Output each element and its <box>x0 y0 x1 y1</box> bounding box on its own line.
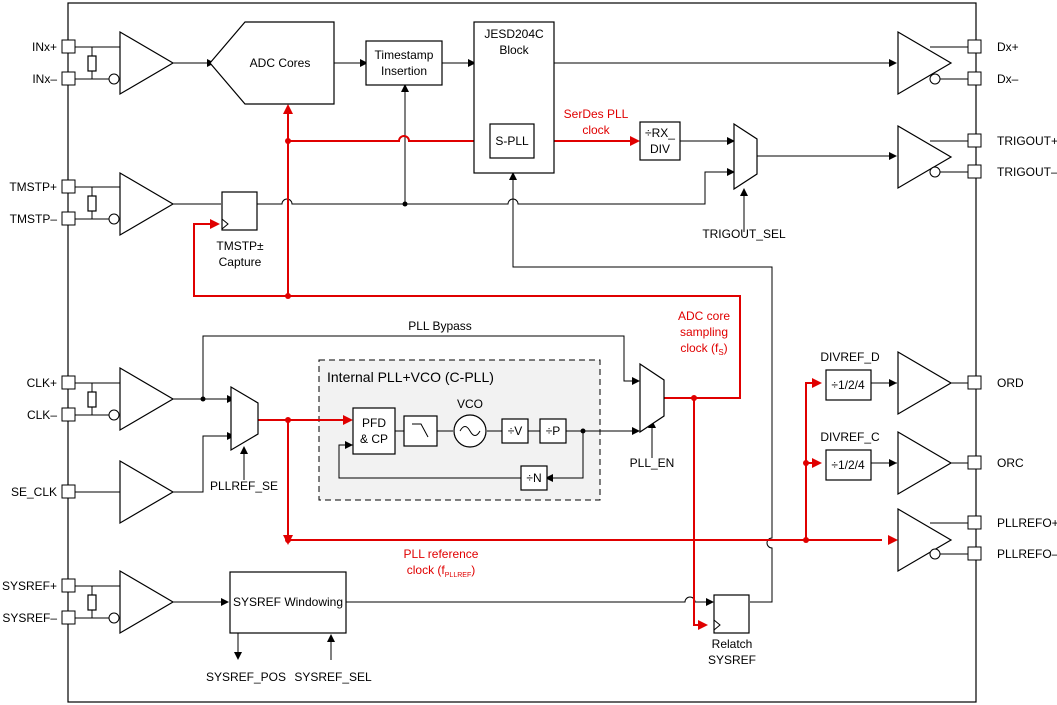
pin-label-sysref-p: SYSREF+ <box>2 579 57 593</box>
pll-en-mux <box>639 362 665 434</box>
clock-wires <box>193 112 882 626</box>
pin-label-sysref-n: SYSREF– <box>2 611 57 625</box>
pfd-label-1: PFD <box>362 416 386 430</box>
tmstp-amplifier <box>119 171 175 237</box>
pin-label-clk-p: CLK+ <box>27 376 57 390</box>
pfd-label-2: & CP <box>360 432 388 446</box>
pin-label-orc: ORC <box>997 456 1024 470</box>
trigout-mux <box>733 122 758 191</box>
pin-boxes <box>61 39 982 625</box>
trigout-output-buffer <box>897 124 953 190</box>
pllref-se-label: PLLREF_SE <box>210 479 278 493</box>
div-n-label: ÷N <box>526 471 541 485</box>
timestamp-label-2: Insertion <box>381 64 427 78</box>
trigout-sel-label: TRIGOUT_SEL <box>702 227 786 241</box>
relatch-sysref-flop <box>713 594 750 634</box>
pin-label-se-clk: SE_CLK <box>11 485 57 499</box>
pin-label-tmstp-p: TMSTP+ <box>9 180 57 194</box>
adc-cores-block <box>209 21 335 105</box>
div-v-block <box>501 418 529 444</box>
pin-label-ord: ORD <box>997 376 1024 390</box>
divref-c-label: DIVREF_C <box>820 430 880 444</box>
pll-en-label: PLL_EN <box>630 456 675 470</box>
pllref-clock-label-1: PLL reference <box>404 547 479 561</box>
pin-label-dx-n: Dx– <box>997 72 1019 86</box>
pin-label-clk-n: CLK– <box>27 408 57 422</box>
div-p-block <box>539 418 567 444</box>
div-p-label: ÷P <box>546 424 561 438</box>
rx-div-block <box>639 121 681 161</box>
adc-clock-label-3: clock (fS) <box>680 341 727 357</box>
pin-label-pllrefo-p: PLLREFO+ <box>997 516 1057 530</box>
div-n-block <box>520 465 548 491</box>
sysref-windowing-label: SYSREF Windowing <box>233 595 343 609</box>
pin-label-trigout-p: TRIGOUT+ <box>997 134 1057 148</box>
divref-c-block-label: ÷1/2/4 <box>831 458 865 472</box>
se-clk-amplifier <box>119 459 175 525</box>
pfd-cp-block <box>352 407 396 455</box>
tmstp-capture-flop <box>221 191 258 231</box>
dx-output-buffer <box>897 30 953 96</box>
adc-cores-label: ADC Cores <box>250 56 311 70</box>
tmstp-capture-label-2: Capture <box>219 255 262 269</box>
sysref-sel-label: SYSREF_SEL <box>294 670 372 684</box>
sysref-pos-label: SYSREF_POS <box>206 670 286 684</box>
vco-label: VCO <box>457 397 483 411</box>
divref-d-block <box>825 369 872 401</box>
adc-clock-label-2: sampling <box>680 325 728 339</box>
loop-filter-block <box>403 415 438 447</box>
adc-clock-label-1: ADC core <box>678 309 730 323</box>
pin-label-tmstp-n: TMSTP– <box>10 212 58 226</box>
sysref-windowing-block <box>229 571 347 634</box>
pin-label-pllrefo-n: PLLREFO– <box>997 547 1057 561</box>
pin-label-dx-p: Dx+ <box>997 40 1019 54</box>
inx-amplifier <box>119 30 175 96</box>
div-v-label: ÷V <box>508 424 523 438</box>
tmstp-capture-label-1: TMSTP± <box>216 239 264 253</box>
divref-c-block <box>825 449 872 481</box>
spll-block <box>489 123 535 159</box>
timestamp-insertion-block <box>365 40 443 86</box>
pllref-clock-label-2: clock (fPLLREF) <box>407 563 475 579</box>
pin-label-inx-p: INx+ <box>32 40 57 54</box>
output-stages <box>897 30 953 573</box>
pllrefo-output-buffer <box>897 507 953 573</box>
divref-d-block-label: ÷1/2/4 <box>831 378 865 392</box>
internal-pll-label: Internal PLL+VCO (C-PLL) <box>327 369 494 385</box>
timestamp-label-1: Timestamp <box>375 48 434 62</box>
jesd-label-2: Block <box>499 43 529 57</box>
input-stages <box>87 30 175 635</box>
serdes-clock-label-1: SerDes PLL <box>564 107 629 121</box>
spll-label: S-PLL <box>495 134 529 148</box>
serdes-clock-label-2: clock <box>582 123 610 137</box>
pin-label-trigout-n: TRIGOUT– <box>997 165 1057 179</box>
clk-amplifier <box>119 366 175 432</box>
pll-bypass-label: PLL Bypass <box>408 319 472 333</box>
pllref-se-mux <box>230 385 259 452</box>
ord-output-buffer <box>897 350 953 416</box>
rxdiv-label-1: ÷RX_ <box>645 126 675 140</box>
divref-d-label: DIVREF_D <box>820 350 880 364</box>
jesd-label-1: JESD204C <box>484 27 544 41</box>
signal-wires <box>75 46 968 660</box>
relatch-label-2: SYSREF <box>708 653 756 667</box>
pin-label-inx-n: INx– <box>32 72 57 86</box>
sysref-amplifier <box>119 569 175 635</box>
relatch-label-1: Relatch <box>712 637 753 651</box>
orc-output-buffer <box>897 430 953 496</box>
rxdiv-label-2: DIV <box>650 142 670 156</box>
